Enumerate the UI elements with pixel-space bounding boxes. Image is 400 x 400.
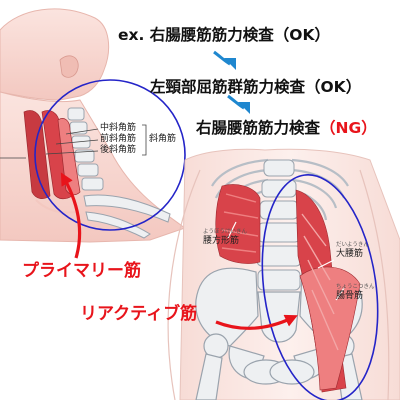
label-iliacus: 腸骨筋 xyxy=(336,291,364,301)
psoas-iliacus xyxy=(295,189,361,393)
lumbar-spine xyxy=(256,159,302,291)
label-iliacus-ruby: ちょうこつきん xyxy=(336,284,375,290)
label-psoas-ruby: だいようきん xyxy=(336,242,369,248)
step3-text: 右腸腰筋筋力検査（NG） xyxy=(196,119,377,137)
pelvis-figure xyxy=(167,148,400,400)
neck-figure xyxy=(0,8,187,259)
pelvis-highlight-ellipse xyxy=(261,174,379,400)
label-middle-scalene: 中斜角筋 xyxy=(100,123,137,133)
arrow-down-right-icon xyxy=(227,94,245,110)
label-ql: 腰方形筋 xyxy=(203,236,240,246)
step1-text: ex. 右腸腰筋筋力検査（OK） xyxy=(118,26,330,44)
curved-arrow-up-icon xyxy=(60,172,82,259)
arrow-down-right-icon xyxy=(213,50,231,66)
label-psoas: 大腰筋 xyxy=(336,249,364,259)
pelvis-leader-lines xyxy=(227,221,345,301)
label-scalene-group: 斜角筋 xyxy=(149,134,177,144)
label-posterior-scalene: 後斜角筋 xyxy=(100,145,137,155)
label-anterior-scalene: 前斜角筋 xyxy=(100,134,137,144)
step-arrows xyxy=(213,50,250,114)
ear xyxy=(59,55,79,78)
head-silhouette xyxy=(0,8,110,101)
reactive-muscle-callout: リアクティブ筋 xyxy=(80,304,198,324)
step3-status: （NG） xyxy=(320,119,377,137)
step2-text: 左頸部屈筋群筋力検査（OK） xyxy=(150,78,362,96)
scalene-leader-lines xyxy=(0,124,147,159)
quadratus-lumborum xyxy=(215,184,261,264)
curved-arrow-right-icon xyxy=(215,314,298,330)
primary-muscle-callout: プライマリー筋 xyxy=(22,261,141,281)
label-ql-ruby: ようほうけいきん xyxy=(203,229,248,235)
step3-main: 右腸腰筋筋力検査 xyxy=(196,119,321,137)
neck-highlight-circle xyxy=(34,79,186,231)
